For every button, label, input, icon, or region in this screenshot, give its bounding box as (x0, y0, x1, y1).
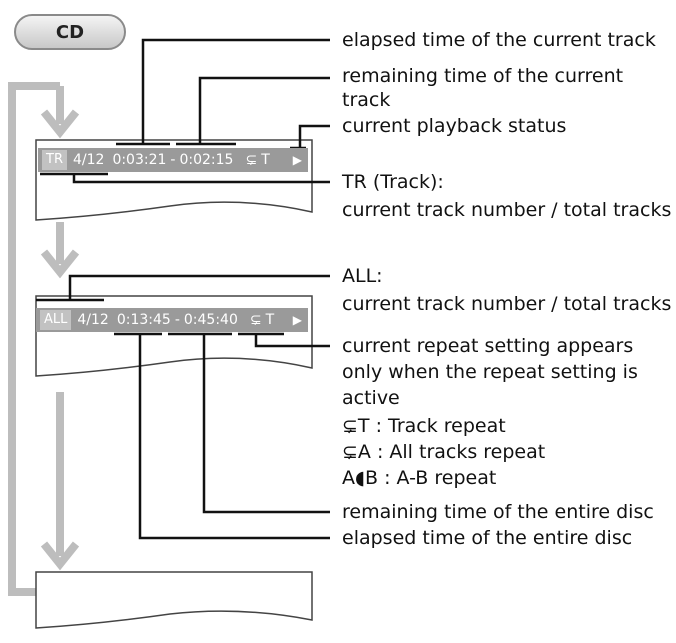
label-playback-status: current playback status (342, 115, 567, 137)
arrow-head-2 (40, 249, 80, 279)
label-elapsed-disc: elapsed time of the entire disc (342, 527, 633, 549)
label-tr-desc: current track number / total tracks (342, 199, 672, 221)
label-tr-title: TR (Track): (342, 171, 444, 193)
repeat-mode: T (261, 152, 270, 168)
display-bar-track: TR 4/12 0:03:21 - 0:02:15 ⊊ T ▶ (38, 148, 308, 172)
label-remaining-track-1: remaining time of the current (342, 65, 624, 87)
time-separator: - (170, 152, 176, 168)
play-icon: ▶ (292, 153, 302, 167)
elapsed-time: 0:03:21 (112, 152, 167, 168)
remaining-time: 0:45:40 (183, 312, 238, 328)
label-repeat-all: ⊊A : All tracks repeat (342, 441, 546, 463)
flow-bracket (8, 82, 60, 596)
label-repeat-ab: A◖B : A-B repeat (342, 467, 497, 489)
label-repeat-3: active (342, 387, 400, 409)
leader-remaining-track (176, 76, 330, 146)
label-repeat-2: only when the repeat setting is (342, 361, 638, 383)
arrow-head-1 (40, 109, 80, 139)
label-all-desc: current track number / total tracks (342, 293, 672, 315)
play-icon: ▶ (292, 313, 302, 327)
label-repeat-1: current repeat setting appears (342, 335, 634, 357)
leader-tr (40, 172, 330, 184)
repeat-mode: T (265, 312, 275, 328)
repeat-icon: ⊊ (245, 152, 258, 168)
leader-all (36, 274, 330, 302)
repeat-icon: ⊊ (249, 312, 262, 328)
arrow-head-3 (40, 541, 80, 571)
label-elapsed-track: elapsed time of the current track (342, 29, 656, 51)
elapsed-time: 0:13:45 (116, 312, 171, 328)
leader-repeat (238, 332, 330, 348)
mode-tag-tr: TR (42, 150, 67, 170)
remaining-time: 0:02:15 (179, 152, 234, 168)
track-count: 4/12 (72, 152, 105, 168)
label-remaining-track-2: track (342, 89, 391, 111)
cd-button[interactable]: CD (14, 14, 126, 50)
display-bar-all: ALL 4/12 0:13:45 - 0:45:40 ⊊ T ▶ (36, 308, 308, 332)
leader-remaining-disc (168, 332, 330, 514)
leader-elapsed-track (116, 38, 330, 146)
mode-tag-all: ALL (40, 310, 72, 330)
time-separator: - (174, 312, 180, 328)
screen-panel-3 (35, 571, 313, 629)
leader-elapsed-disc (114, 332, 330, 540)
label-remaining-disc: remaining time of the entire disc (342, 501, 654, 523)
track-count: 4/12 (77, 312, 109, 328)
label-all-title: ALL: (342, 265, 383, 287)
label-repeat-track: ⊊T : Track repeat (342, 415, 506, 437)
